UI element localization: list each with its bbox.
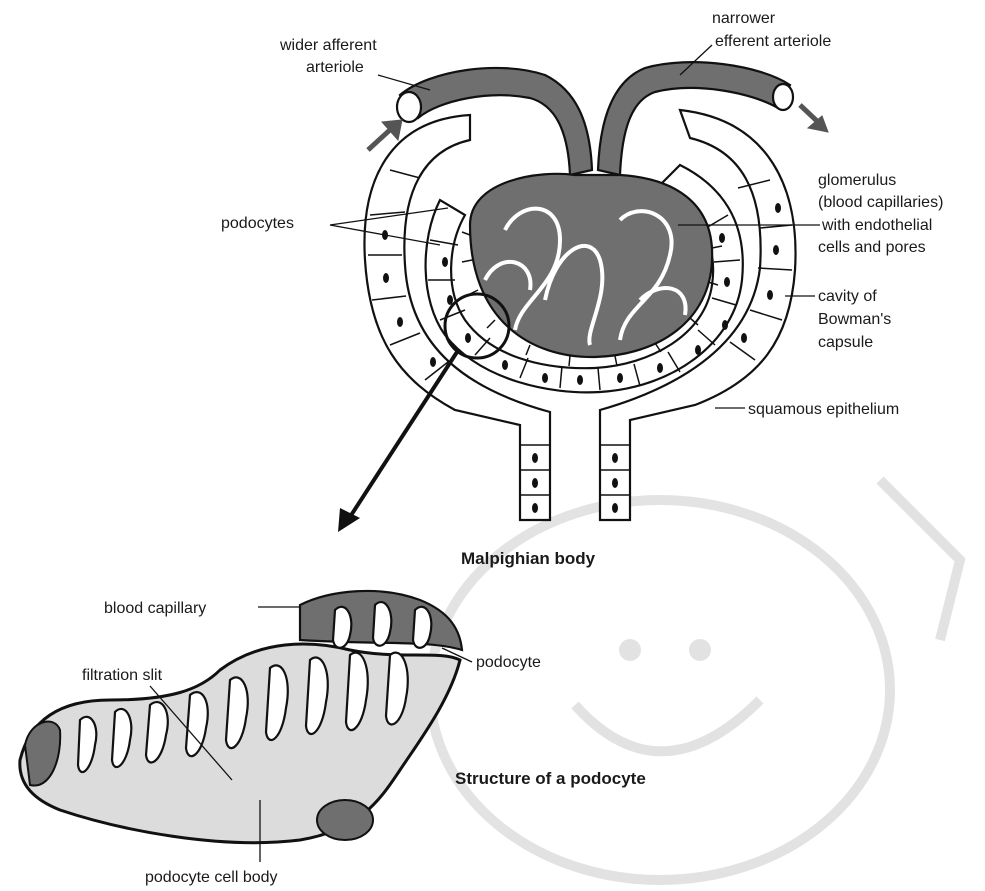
watermark-mascot <box>430 480 960 880</box>
label-cavity-of: cavity of <box>818 288 877 305</box>
caption-malpighian-body: Malpighian body <box>461 549 596 568</box>
label-wider-afferent: wider afferent <box>279 37 377 54</box>
label-blood-capillary: blood capillary <box>104 600 206 617</box>
label-podocyte: podocyte <box>476 654 541 671</box>
label-with-endothelial: with endothelial <box>821 217 932 234</box>
caption-podocyte-structure: Structure of a podocyte <box>455 769 646 788</box>
label-podocyte-cell-body: podocyte cell body <box>145 869 278 886</box>
label-bowmans: Bowman's <box>818 311 891 328</box>
label-efferent-arteriole: efferent arteriole <box>715 33 831 50</box>
label-glomerulus: glomerulus <box>818 172 896 189</box>
label-cells-and-pores: cells and pores <box>818 239 926 256</box>
label-narrower: narrower <box>712 10 776 27</box>
label-podocytes: podocytes <box>221 215 294 232</box>
magnify-arrow <box>338 352 457 532</box>
label-blood-capillaries: (blood capillaries) <box>818 194 943 211</box>
label-capsule: capsule <box>818 334 873 351</box>
label-squamous-epithelium: squamous epithelium <box>748 401 899 418</box>
label-afferent-arteriole: arteriole <box>306 59 364 76</box>
podocyte-detail <box>20 591 462 843</box>
label-filtration-slit: filtration slit <box>82 667 163 684</box>
